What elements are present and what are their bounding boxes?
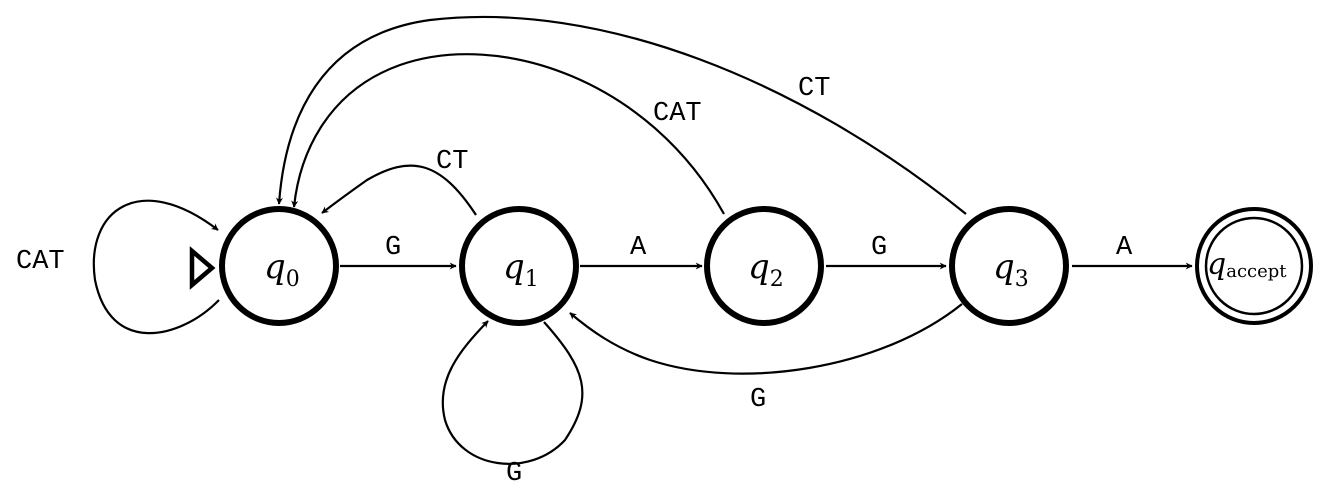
start-state-marker-icon [189, 246, 216, 290]
edge-label-q1-q2: A [630, 233, 647, 263]
edge-label-q0-q1: G [385, 233, 401, 263]
edge-q3-q1 [569, 303, 963, 375]
edge-label-q2-q3: G [871, 233, 887, 263]
edge-q1-q0 [321, 164, 477, 216]
state-q3[interactable]: q3 [949, 206, 1069, 326]
state-q1[interactable]: q1 [459, 206, 579, 326]
edge-label-q1-q1: G [506, 459, 522, 489]
state-qaccept[interactable]: qaccept [1195, 207, 1313, 325]
state-q3-label: q3 [993, 247, 1029, 292]
state-q0[interactable]: q0 [219, 206, 339, 326]
state-q2-label: q2 [748, 247, 784, 292]
edge-label-q2-q0: CAT [653, 99, 702, 129]
edge-label-q1-q0: CT [436, 147, 468, 177]
state-q1-label: q1 [503, 247, 539, 292]
edge-label-q3-q1: G [750, 385, 766, 415]
edge-label-q0-q0: CAT [16, 247, 65, 277]
state-q0-label: q0 [264, 247, 300, 292]
edge-q1-q1 [441, 320, 584, 465]
state-q2[interactable]: q2 [704, 206, 824, 326]
edge-q0-q0 [92, 199, 220, 335]
edge-q2-q0 [291, 53, 725, 215]
state-qaccept-label: qaccept [1207, 247, 1287, 282]
edge-label-q3-qaccept: A [1116, 233, 1133, 263]
edge-q3-q0 [275, 15, 967, 215]
edge-label-q3-q0: CT [798, 74, 830, 104]
